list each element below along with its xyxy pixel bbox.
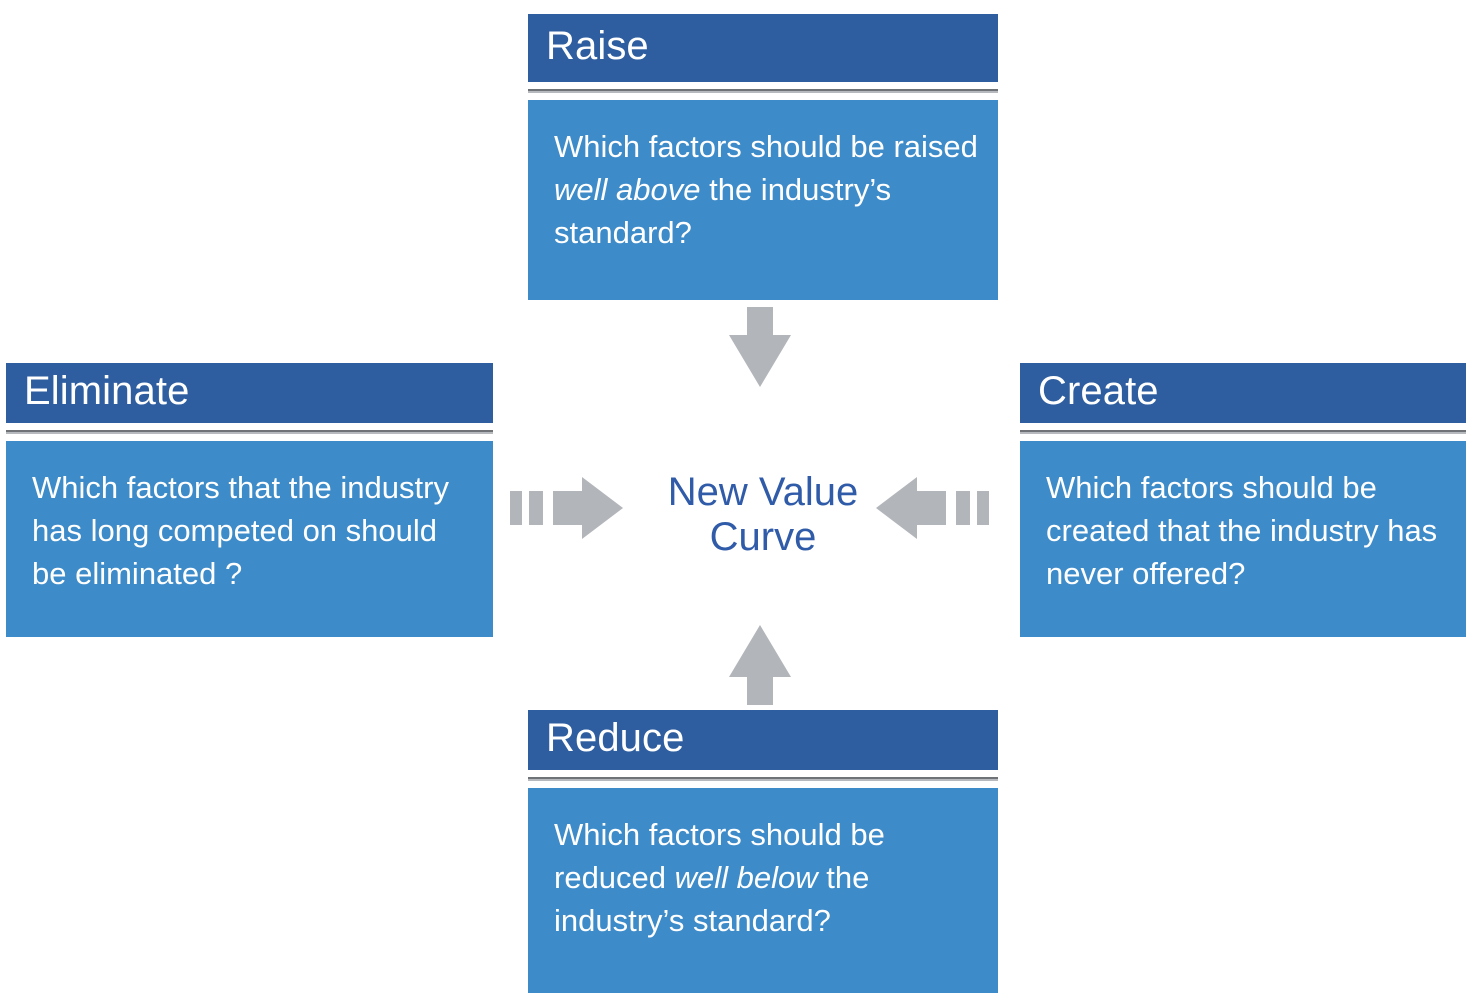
arrow-down-icon xyxy=(729,307,791,387)
card-reduce-body-emphasis: well below xyxy=(674,859,818,895)
card-reduce-body-text-pre: Which factors should be reduced xyxy=(554,817,885,895)
striped-arrow-left-icon xyxy=(876,477,989,539)
card-create-divider xyxy=(1020,423,1466,441)
card-create-title: Create xyxy=(1038,369,1159,413)
card-raise-title: Raise xyxy=(546,24,649,68)
card-eliminate-body: Which factors that the industry has long… xyxy=(6,441,493,637)
card-raise-header: Raise xyxy=(528,14,998,82)
card-create-body: Which factors should be created that the… xyxy=(1020,441,1466,637)
card-raise: Raise Which factors should be raised wel… xyxy=(528,14,998,300)
card-reduce-divider xyxy=(528,770,998,788)
card-raise-body-emphasis: well above xyxy=(554,171,701,207)
center-label-new-value-curve: New Value Curve xyxy=(628,470,898,560)
card-reduce-header: Reduce xyxy=(528,710,998,770)
card-eliminate-body-text-pre: Which factors that the industry has long… xyxy=(32,470,449,591)
arrow-up-icon xyxy=(729,625,791,705)
card-reduce: Reduce Which factors should be reduced w… xyxy=(528,710,998,993)
card-reduce-body: Which factors should be reduced well bel… xyxy=(528,788,998,993)
center-label-line-2: Curve xyxy=(709,514,817,559)
card-create: Create Which factors should be created t… xyxy=(1020,363,1466,637)
card-create-header: Create xyxy=(1020,363,1466,423)
card-raise-body-text-pre: Which factors should be raised xyxy=(554,129,978,164)
card-raise-divider xyxy=(528,82,998,100)
card-raise-body: Which factors should be raised well abov… xyxy=(528,100,998,300)
card-eliminate: Eliminate Which factors that the industr… xyxy=(6,363,493,637)
card-eliminate-divider xyxy=(6,423,493,441)
card-eliminate-title: Eliminate xyxy=(24,369,190,413)
card-reduce-title: Reduce xyxy=(546,716,685,760)
card-raise-body-text-post: the industry’s standard? xyxy=(554,171,892,250)
center-label-line-1: New Value xyxy=(667,470,859,514)
striped-arrow-right-icon xyxy=(510,477,623,539)
card-reduce-body-text-post: the industry’s standard? xyxy=(554,859,870,938)
card-create-body-text-pre: Which factors should be created that the… xyxy=(1046,470,1438,591)
card-eliminate-header: Eliminate xyxy=(6,363,493,423)
